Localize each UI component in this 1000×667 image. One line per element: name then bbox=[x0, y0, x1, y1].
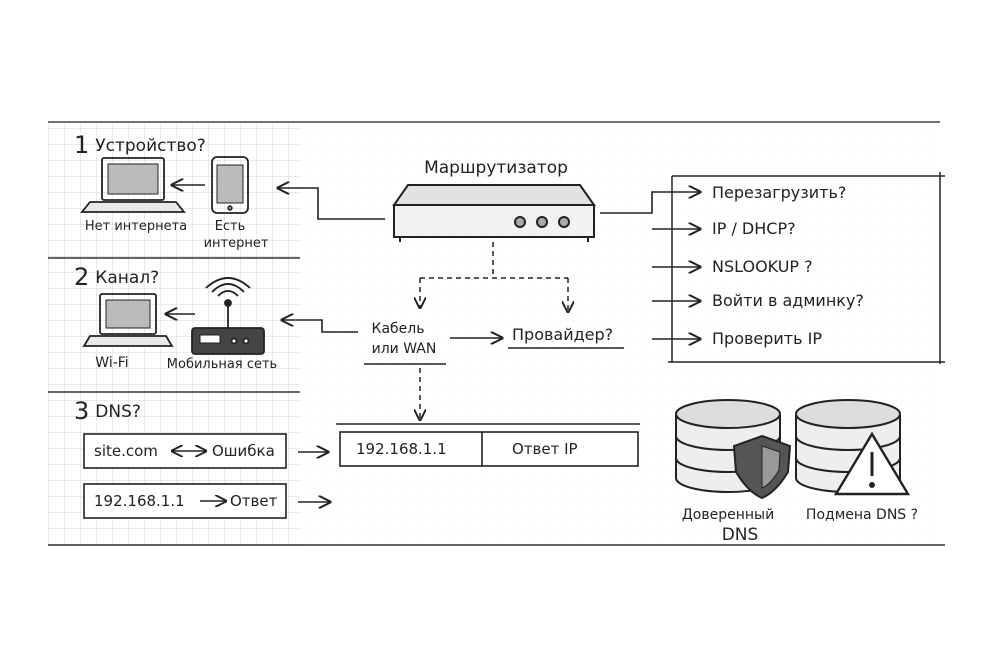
mobile-network-label: Мобильная сеть bbox=[166, 357, 278, 372]
laptop-icon bbox=[80, 157, 186, 213]
dns-query-left: site.com bbox=[94, 442, 158, 460]
phone-label-line1: Есть bbox=[214, 219, 246, 234]
option-item: Проверить IP bbox=[712, 329, 823, 348]
dns-ip-right: Ответ bbox=[230, 492, 278, 510]
laptop-no-internet-label: Нет интернета bbox=[84, 219, 188, 234]
trusted-dns-label-line1: Доверенный bbox=[681, 507, 775, 523]
option-item: NSLOOKUP ? bbox=[712, 257, 813, 276]
laptop-icon bbox=[82, 293, 174, 347]
cable-label-line2: или WAN bbox=[371, 341, 437, 357]
router-icon bbox=[392, 184, 596, 242]
database-shield-icon bbox=[675, 399, 792, 500]
option-item: Войти в админку? bbox=[712, 291, 864, 310]
mobile-modem-icon bbox=[191, 277, 265, 355]
phone-label-line2: интернет bbox=[203, 236, 269, 251]
dns-query-right: Ошибка bbox=[212, 442, 275, 460]
database-warning-icon bbox=[795, 399, 911, 496]
spoof-dns-label: Подмена DNS ? bbox=[805, 507, 919, 523]
options-panel bbox=[668, 172, 945, 364]
dns-answer-ip: 192.168.1.1 bbox=[356, 440, 447, 458]
cable-label-line1: Кабель bbox=[371, 321, 425, 337]
wifi-label: Wi-Fi bbox=[95, 355, 129, 371]
trusted-dns-label-line2: DNS bbox=[721, 525, 759, 545]
dns-ip-box bbox=[83, 483, 287, 519]
option-item: IP / DHCP? bbox=[712, 219, 796, 238]
dns-ip-left: 192.168.1.1 bbox=[94, 492, 185, 510]
dns-answer-label: Ответ IP bbox=[512, 440, 578, 458]
option-item: Перезагрузить? bbox=[712, 183, 847, 202]
provider-label: Провайдер? bbox=[512, 325, 614, 344]
router-title: Маршрутизатор bbox=[424, 158, 568, 178]
dns-answer-table bbox=[336, 423, 640, 467]
smartphone-icon bbox=[211, 156, 249, 214]
